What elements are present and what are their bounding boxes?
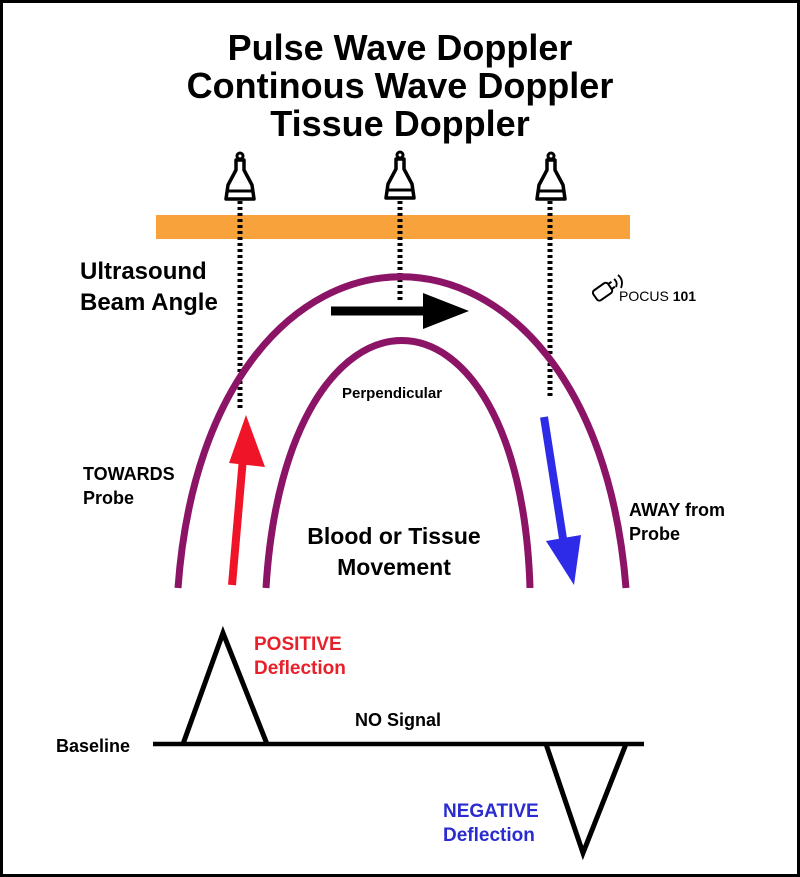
away-line-2: Probe xyxy=(629,524,681,544)
towards-line-2: Probe xyxy=(83,488,135,508)
title-tissue-doppler: Tissue Doppler xyxy=(270,103,530,144)
away-arrow-head xyxy=(546,535,581,585)
perpendicular-label: Perpendicular xyxy=(342,385,443,402)
title-pulse-wave: Pulse Wave Doppler xyxy=(227,27,573,68)
positive-deflection xyxy=(180,625,270,745)
away-line-1: AWAY from xyxy=(629,500,726,520)
ultrasound-probe-icon-center xyxy=(384,150,416,200)
positive-line-2: Deflection xyxy=(254,658,346,679)
beam-angle-label: Ultrasound Beam Angle xyxy=(80,256,218,318)
towards-arrow-head xyxy=(229,415,265,467)
ultrasound-probe-icon-left xyxy=(224,151,256,201)
pocus-logo-number: 101 xyxy=(672,288,697,304)
baseline-label: Baseline xyxy=(56,736,131,756)
towards-line-1: TOWARDS xyxy=(83,464,175,484)
positive-line-1: POSITIVE xyxy=(254,634,342,655)
movement-label: Blood or Tissue Movement xyxy=(289,521,499,583)
vessel-inner-wall xyxy=(262,337,534,589)
ultrasound-probe-icon-right xyxy=(535,151,567,201)
beam-angle-line-2: Beam Angle xyxy=(80,289,218,316)
flow-arrow-head xyxy=(423,293,469,329)
away-probe-label: AWAY from Probe xyxy=(629,498,725,546)
skin-bar xyxy=(156,215,630,239)
towards-arrow-shaft xyxy=(228,457,247,586)
vessel-outer-wall xyxy=(174,273,630,589)
away-arrow-shaft xyxy=(540,416,568,546)
negative-line-2: Deflection xyxy=(443,825,535,846)
movement-line-1: Blood or Tissue xyxy=(307,523,481,549)
negative-line-1: NEGATIVE xyxy=(443,801,539,822)
doppler-diagram xyxy=(153,150,644,861)
beam-angle-line-1: Ultrasound xyxy=(80,258,207,285)
negative-deflection-label: NEGATIVE Deflection xyxy=(443,800,539,848)
positive-deflection-label: POSITIVE Deflection xyxy=(254,633,346,681)
negative-deflection xyxy=(543,743,629,861)
pocus-logo-icon xyxy=(591,274,623,302)
movement-line-2: Movement xyxy=(337,554,451,580)
pocus-logo-main: POCUS xyxy=(619,288,669,304)
towards-probe-label: TOWARDS Probe xyxy=(83,462,175,510)
title-continuous-wave: Continous Wave Doppler xyxy=(186,65,614,106)
no-signal-label: NO Signal xyxy=(355,710,442,730)
pocus-logo-text: POCUS 101 xyxy=(619,288,696,304)
